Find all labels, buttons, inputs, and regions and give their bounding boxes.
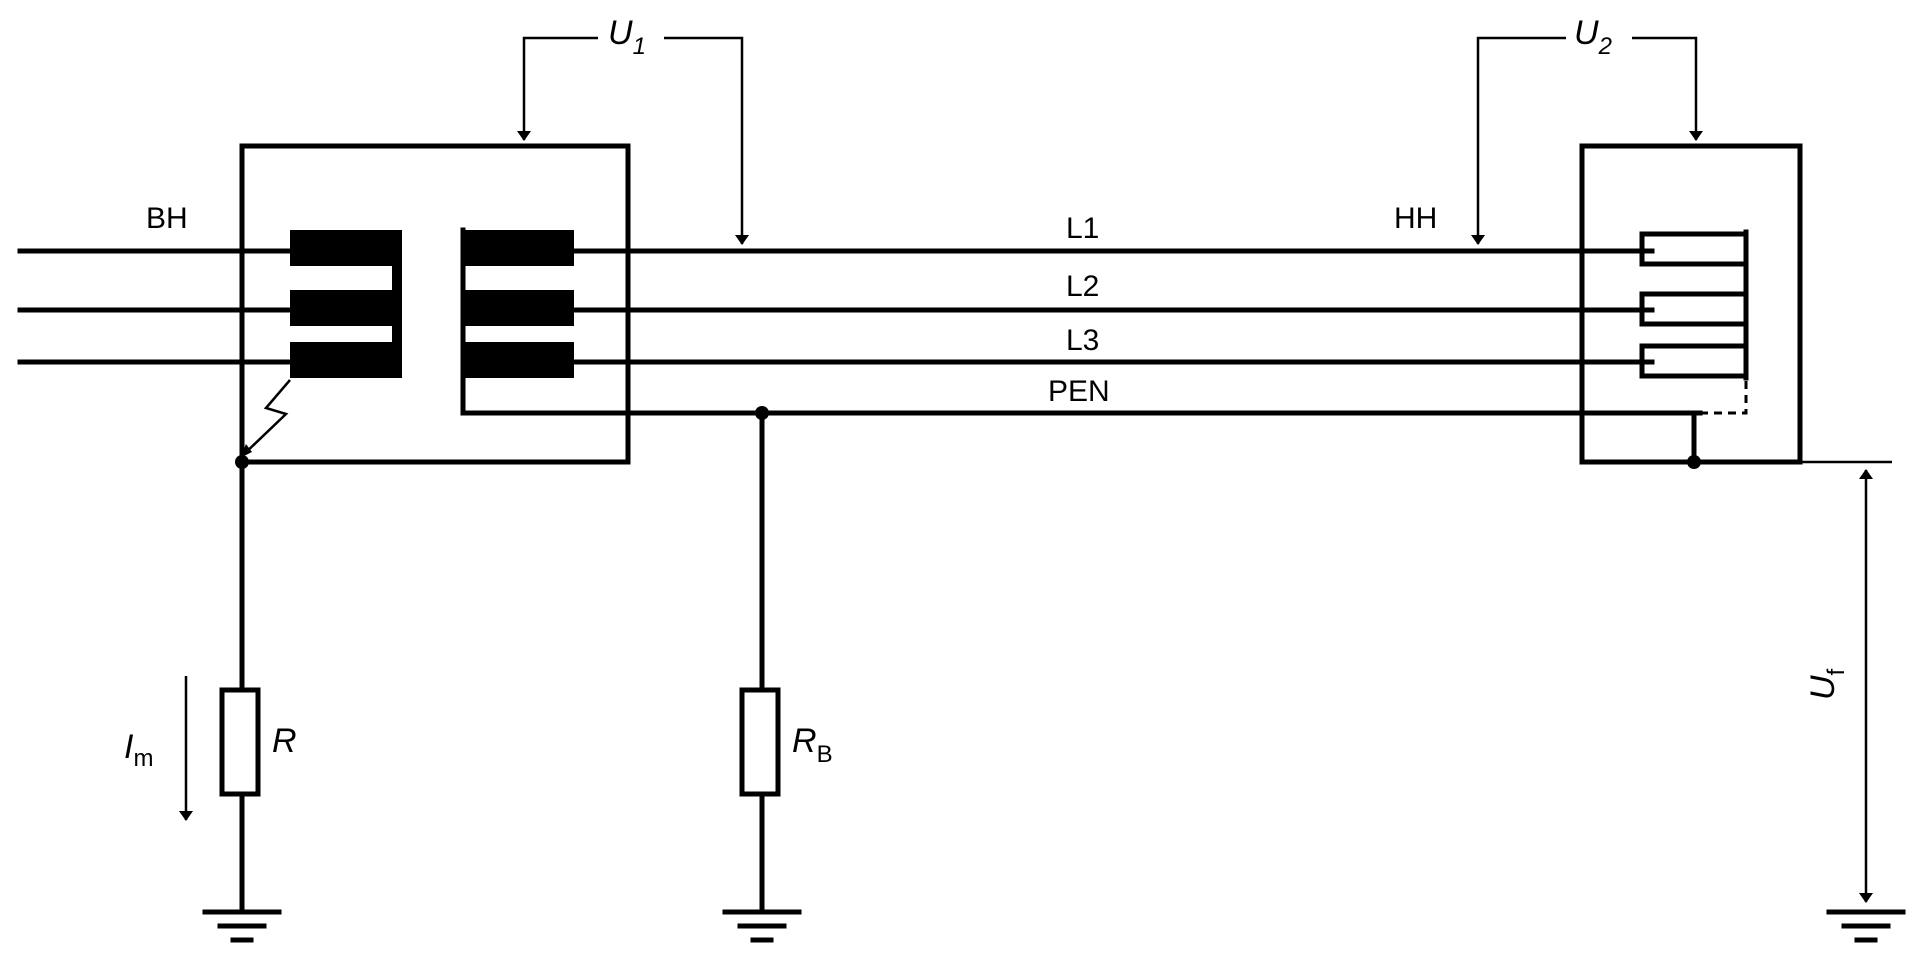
l3-label: L3 <box>1066 324 1099 357</box>
pen-dashed-link <box>1700 378 1748 415</box>
u1-label: U1 <box>608 14 646 60</box>
junction-dot <box>1687 455 1701 469</box>
hh-label: HH <box>1394 202 1437 235</box>
u1-bracket <box>517 36 749 245</box>
secondary-windings <box>460 227 574 416</box>
u2-bracket <box>1471 36 1703 245</box>
rb-label: RB <box>792 722 833 768</box>
u2-label: U2 <box>1574 14 1612 60</box>
incoming-lines <box>17 248 293 365</box>
ground-symbol-right <box>1826 909 1906 943</box>
l2-label: L2 <box>1066 270 1099 303</box>
resistor-rb <box>739 687 781 797</box>
r-label: R <box>272 722 297 760</box>
primary-windings <box>290 230 402 378</box>
l1-label: L1 <box>1066 212 1099 245</box>
resistor-r <box>219 687 261 797</box>
uf-label: Uf <box>1804 668 1850 700</box>
bh-label: BH <box>146 202 188 235</box>
load-windings <box>1639 229 1749 381</box>
ground-symbol-left <box>202 909 282 943</box>
im-label: Im <box>124 728 153 772</box>
ground-symbol-middle <box>722 909 802 943</box>
fault-zigzag <box>239 379 291 459</box>
pen-label: PEN <box>1048 375 1110 408</box>
